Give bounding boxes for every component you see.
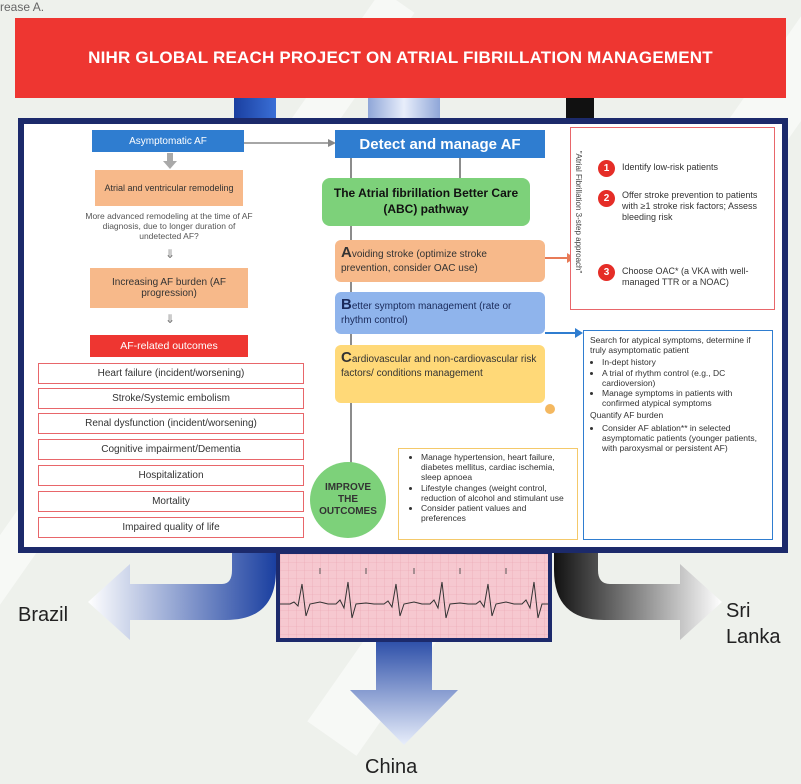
b-detail-intro: Search for atypical symptoms, determine …: [590, 335, 751, 356]
equals-arrow-icon: ⇓: [164, 247, 176, 261]
c-details-box: Manage hypertension, heart failure, diab…: [398, 448, 578, 540]
country-brazil: Brazil: [18, 604, 69, 626]
b-detail-mid: Quantify AF burden: [590, 410, 664, 421]
abc-pathway-box: The Atrial fibrillation Better Care (ABC…: [322, 178, 530, 226]
improve-outcomes-circle: IMPROVE THE OUTCOMES: [310, 462, 386, 538]
outcome-item: Renal dysfunction (incident/worsening): [38, 413, 304, 434]
abc-c-letter: C: [341, 349, 352, 366]
step-number: 2: [598, 190, 615, 207]
arrow-to-brazil: [88, 540, 276, 640]
abc-a-box: Avoiding stroke (optimize stroke prevent…: [335, 240, 545, 282]
step-number: 3: [598, 264, 615, 281]
outcome-item: Mortality: [38, 491, 304, 512]
abc-c-text: ardiovascular and non-cardiovascular ris…: [341, 354, 537, 379]
af-outcomes-header: AF-related outcomes: [90, 335, 248, 357]
abc-b-letter: B: [341, 296, 352, 313]
arrow-to-china: [350, 630, 458, 745]
b-detail-item: Manage symptoms in patients with confirm…: [602, 388, 768, 408]
equals-arrow-icon: ⇓: [164, 312, 176, 326]
connector-arrow: [244, 139, 336, 147]
af-burden-box: Increasing AF burden (AF progression): [90, 268, 248, 308]
step-number: 1: [598, 160, 615, 177]
outcome-item: Stroke/Systemic embolism: [38, 388, 304, 409]
abc-a-letter: A: [341, 244, 352, 261]
outcome-item: Cognitive impairment/Dementia: [38, 439, 304, 460]
country-arrows: [88, 540, 722, 745]
remodeling-note: More advanced remodeling at the time of …: [85, 210, 253, 242]
b-detail-item: In-dept history: [602, 357, 768, 367]
page-title: NIHR GLOBAL REACH PROJECT ON ATRIAL FIBR…: [15, 18, 786, 98]
abc-c-box: Cardiovascular and non-cardiovascular ri…: [335, 345, 545, 403]
remodeling-box: Atrial and ventricular remodeling: [95, 170, 243, 206]
b-detail-item: Consider AF ablation** in selected asymp…: [602, 423, 768, 454]
country-sri-lanka-line-2: Lanka: [726, 626, 781, 648]
country-china: China: [365, 756, 418, 778]
top-caption: rease A.: [0, 0, 45, 14]
step-text: Identify low-risk patients: [622, 162, 719, 172]
connector-arrow: [545, 328, 583, 338]
ecg-strip: [276, 550, 552, 642]
abc-b-box: Better symptom management (rate or rhyth…: [335, 292, 545, 334]
country-sri-lanka-line-1: Sri: [726, 600, 751, 622]
c-detail-item: Consider patient values and preferences: [421, 503, 573, 523]
b-detail-item: A trial of rhythm control (e.g., DC card…: [602, 368, 768, 388]
connector-dot: [545, 404, 555, 414]
ecg-trace: [280, 554, 548, 638]
outcome-item: Heart failure (incident/worsening): [38, 363, 304, 384]
abc-b-text: etter symptom management (rate or rhythm…: [341, 301, 512, 326]
arrow-to-sri-lanka: [554, 540, 722, 640]
outcome-item: Hospitalization: [38, 465, 304, 486]
step-text: Offer stroke prevention to patients with…: [622, 190, 758, 222]
detect-manage-box: Detect and manage AF: [335, 130, 545, 158]
flow-line: [459, 158, 461, 178]
abc-a-text: voiding stroke (optimize stroke preventi…: [341, 249, 487, 274]
step-text: Choose OAC* (a VKA with well-managed TTR…: [622, 266, 749, 287]
country-sri-lanka: Sri Lanka: [726, 598, 781, 650]
three-step-vertical-label: "Atrial Fibrillation 3-step approach": [573, 150, 583, 274]
down-arrow-icon: [163, 153, 177, 169]
asymptomatic-af-box: Asymptomatic AF: [92, 130, 244, 152]
c-detail-item: Manage hypertension, heart failure, diab…: [421, 452, 573, 483]
b-details-box: Search for atypical symptoms, determine …: [583, 330, 773, 540]
outcome-item: Impaired quality of life: [38, 517, 304, 538]
c-detail-item: Lifestyle changes (weight control, reduc…: [421, 483, 573, 503]
